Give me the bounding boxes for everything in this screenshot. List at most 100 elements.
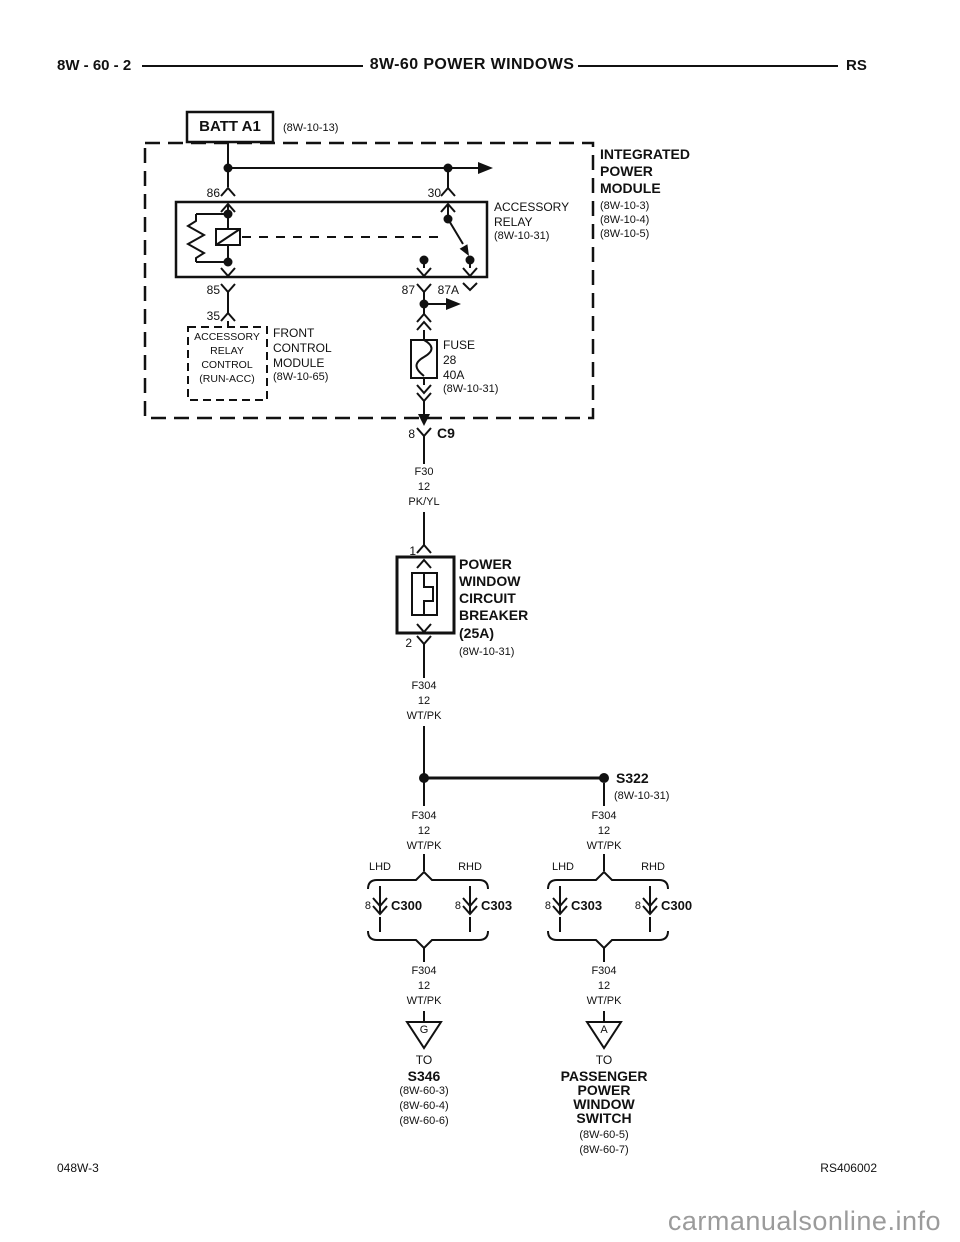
ipm-name-line: MODULE bbox=[600, 180, 661, 196]
relay-pin-87: 87 bbox=[401, 283, 415, 297]
arrowheads bbox=[418, 162, 493, 426]
relay-pin-85: 85 bbox=[206, 283, 220, 297]
connector-name: C300 bbox=[391, 898, 423, 913]
ipm-name-line: POWER bbox=[600, 163, 653, 179]
dest-ref: (8W-60-6) bbox=[399, 1115, 449, 1127]
wire-f304-color: WT/PK bbox=[406, 840, 442, 852]
connector-name: C303 bbox=[481, 898, 513, 913]
wire-f304-color: WT/PK bbox=[586, 995, 622, 1007]
fuse-amps-line: 40A bbox=[443, 368, 465, 382]
breaker-name-line: BREAKER bbox=[459, 607, 529, 623]
wire-f304-color: WT/PK bbox=[406, 710, 442, 722]
connector-pin: 8 bbox=[634, 900, 641, 912]
relay-pin-86: 86 bbox=[206, 186, 220, 200]
ipm-dashed-box bbox=[143, 141, 595, 420]
fuse-rating-line: 28 bbox=[443, 353, 457, 367]
lhd-label: LHD bbox=[368, 861, 392, 873]
ipm-name-line: INTEGRATED bbox=[600, 146, 690, 162]
wire-f30-gauge: 12 bbox=[417, 481, 431, 493]
dest-name-line: SWITCH bbox=[576, 1110, 632, 1126]
dest-name-line: PASSENGER bbox=[560, 1068, 648, 1084]
breaker-bottom-chevron bbox=[416, 623, 432, 634]
relay-pin-87a: 87A bbox=[437, 283, 459, 297]
wire-f304-gauge: 12 bbox=[597, 825, 611, 837]
junction-dots bbox=[223, 163, 609, 783]
merge-brace-right bbox=[547, 930, 669, 950]
c9-connector: C9 bbox=[437, 425, 455, 441]
triangle-letter-g: G bbox=[419, 1024, 429, 1036]
ipm-ref: (8W-10-5) bbox=[600, 228, 650, 240]
breaker-ref: (8W-10-31) bbox=[459, 646, 515, 658]
watermark: carmanualsonline.info bbox=[667, 1206, 941, 1236]
fuse-element bbox=[415, 339, 433, 377]
relay-pin-30: 30 bbox=[427, 186, 441, 200]
relay-label-ref: (8W-10-31) bbox=[494, 230, 550, 242]
wire-f304-circuit: F304 bbox=[411, 680, 437, 692]
lhd-label: LHD bbox=[551, 861, 575, 873]
relay-coil-diagonal bbox=[215, 228, 241, 246]
relay-control-line: ACCESSORY bbox=[194, 331, 260, 343]
fuse-box bbox=[410, 339, 438, 379]
wire-f304-color: WT/PK bbox=[406, 995, 442, 1007]
ipm-ref: (8W-10-3) bbox=[600, 200, 650, 212]
breaker-name-line: CIRCUIT bbox=[459, 590, 516, 606]
breaker-name-line: WINDOW bbox=[459, 573, 521, 589]
triangle-letter-a: A bbox=[600, 1024, 608, 1036]
connector-pin: 8 bbox=[454, 900, 461, 912]
relay-control-line: (RUN-ACC) bbox=[199, 373, 255, 385]
wire-f30-circuit: F30 bbox=[414, 466, 434, 478]
split-brace-right bbox=[547, 870, 669, 890]
accessory-relay-box bbox=[174, 200, 489, 279]
dest-to-label: TO bbox=[595, 1053, 613, 1067]
fuse-label-line: FUSE bbox=[443, 338, 476, 352]
c9-arrow-down bbox=[418, 414, 430, 426]
relay-switch-arrowhead bbox=[459, 244, 469, 256]
breaker-name-line: POWER bbox=[459, 556, 512, 572]
connector-name: C300 bbox=[661, 898, 693, 913]
c9-pin: 8 bbox=[408, 427, 415, 441]
relay-label-line: RELAY bbox=[494, 215, 533, 229]
breaker-pin-1: 1 bbox=[409, 544, 416, 558]
wire-f304-gauge: 12 bbox=[417, 980, 431, 992]
dest-ref: (8W-60-5) bbox=[579, 1129, 629, 1141]
circuit-breaker-element bbox=[423, 573, 434, 615]
wire-f304-circuit: F304 bbox=[591, 965, 617, 977]
dest-ref: (8W-60-3) bbox=[399, 1085, 449, 1097]
ipm-ref: (8W-10-4) bbox=[600, 214, 650, 226]
fcm-label-ref: (8W-10-65) bbox=[273, 371, 329, 383]
dest-ref: (8W-60-4) bbox=[399, 1100, 449, 1112]
wire-f30-color: PK/YL bbox=[408, 496, 440, 508]
off-page-triangle-g bbox=[405, 1021, 443, 1050]
fcm-pin-35: 35 bbox=[206, 309, 220, 323]
header-right-code: RS bbox=[846, 57, 867, 74]
rhd-label: RHD bbox=[458, 861, 482, 873]
rhd-label: RHD bbox=[641, 861, 665, 873]
footer-drawing-number: 048W-3 bbox=[57, 1161, 99, 1175]
connector-pin: 8 bbox=[364, 900, 371, 912]
wire-f304-circuit: F304 bbox=[411, 965, 437, 977]
wire-f304-gauge: 12 bbox=[417, 825, 431, 837]
fuse-ref: (8W-10-31) bbox=[443, 383, 499, 395]
breaker-pin-2: 2 bbox=[405, 636, 412, 650]
page-title: 8W-60 POWER WINDOWS bbox=[369, 56, 575, 73]
relay-resistor bbox=[185, 213, 228, 263]
dest-name-line: POWER bbox=[577, 1082, 631, 1098]
wire-f304-circuit: F304 bbox=[591, 810, 617, 822]
battery-feed-label: BATT A1 bbox=[199, 118, 261, 135]
dest-ref: (8W-60-7) bbox=[579, 1144, 629, 1156]
wire-f304-gauge: 12 bbox=[417, 695, 431, 707]
bus-arrow-right bbox=[478, 162, 493, 174]
relay-control-line: RELAY bbox=[210, 345, 244, 357]
dest-name-line: WINDOW bbox=[573, 1096, 635, 1112]
battery-feed-ref: (8W-10-13) bbox=[283, 122, 339, 134]
fcm-label-line: MODULE bbox=[273, 356, 325, 370]
merge-brace-left bbox=[367, 930, 489, 950]
pin87-arrow-right bbox=[446, 298, 461, 310]
relay-control-line: CONTROL bbox=[201, 359, 253, 371]
wire-f304-circuit: F304 bbox=[411, 810, 437, 822]
dest-splice-name: S346 bbox=[407, 1068, 441, 1084]
footer-sheet-code: RS406002 bbox=[820, 1161, 877, 1175]
relay-label-line: ACCESSORY bbox=[494, 200, 570, 214]
